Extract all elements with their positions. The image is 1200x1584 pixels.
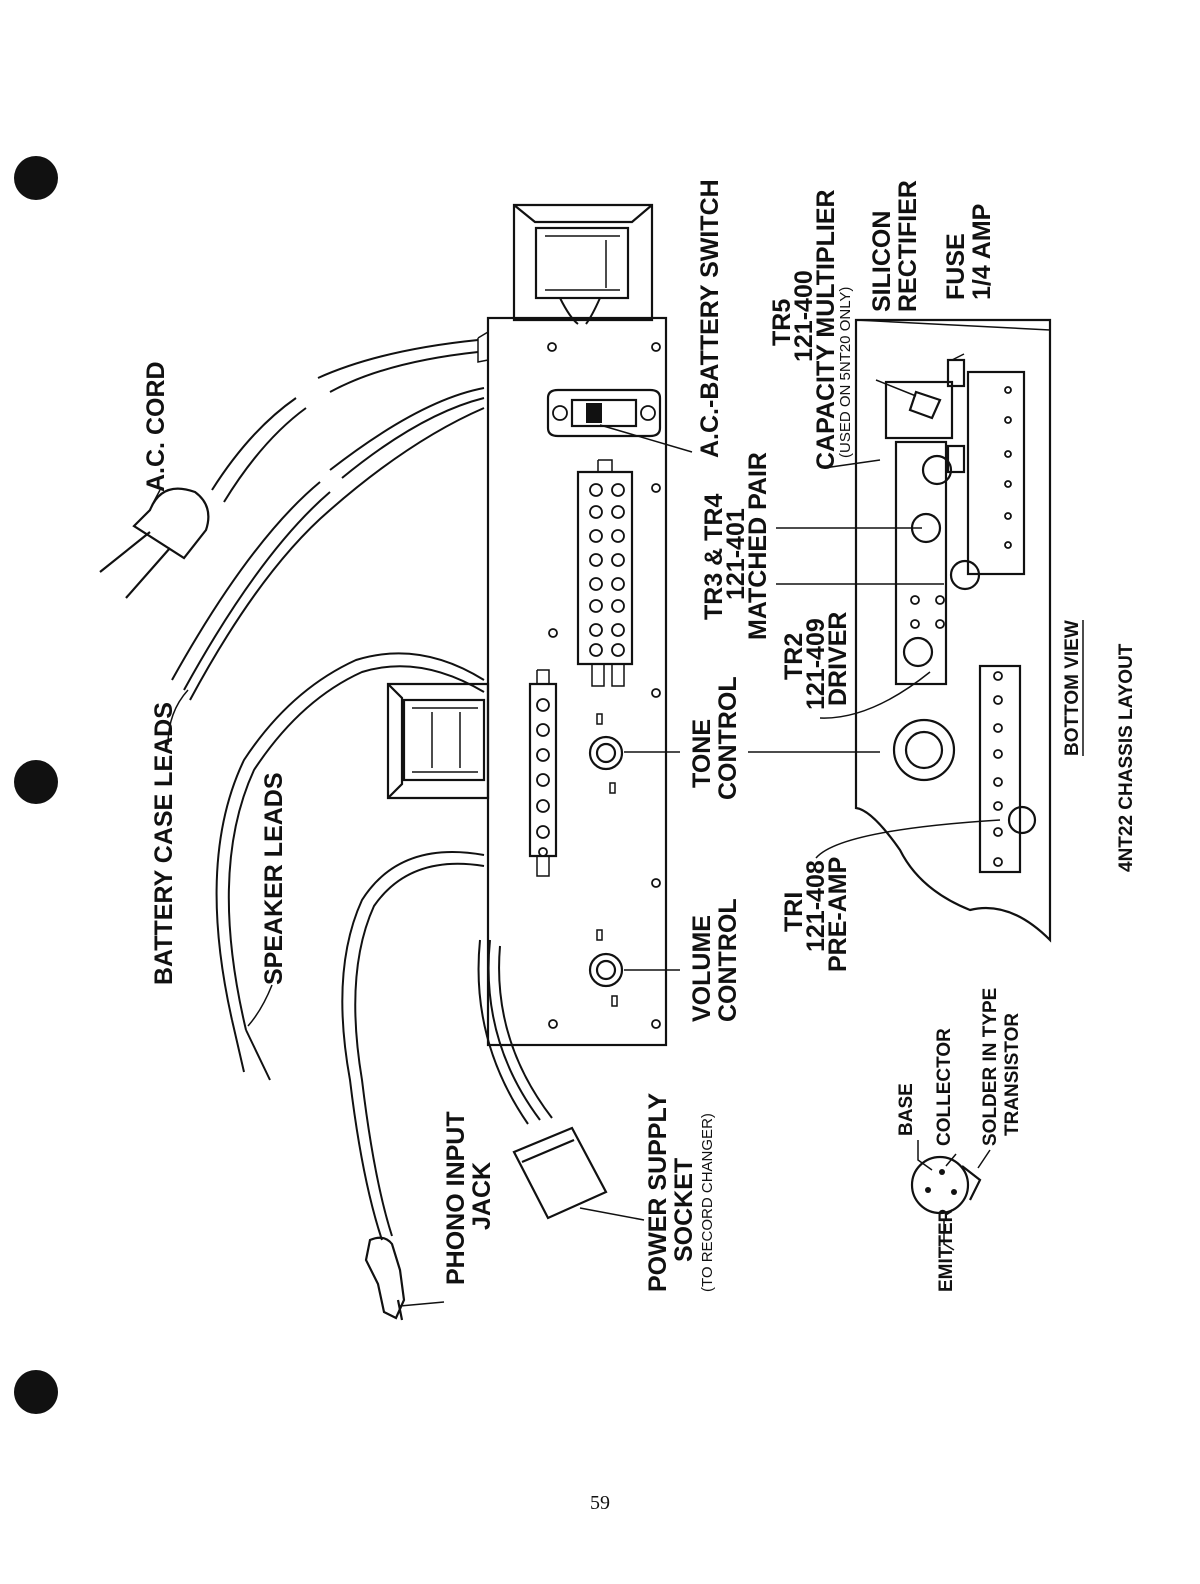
silicon-rectifier-label-1: SILICON [868,211,896,312]
tr1-label-2: 121-408 [802,860,830,952]
leader-lines [151,353,1001,1307]
tr1-label-3: PRE-AMP [824,857,852,972]
tr34-label-3: MATCHED PAIR [744,452,772,640]
power-supply-socket-label-1: POWER SUPPLY [644,1093,672,1292]
label-ac-battery-switch: A.C.-BATTERY SWITCH [696,179,724,458]
ac-cord-label: A.C. CORD [142,361,170,492]
ac-battery-switch [546,388,662,438]
leads-wires [99,339,608,1321]
label-base: BASE [896,1083,917,1136]
solder-in-label-1: SOLDER IN TYPE [980,988,1001,1146]
chassis-layout-label: 4NT22 CHASSIS LAYOUT [1116,643,1137,872]
phono-input-jack-label-2: JACK [468,1162,496,1230]
volume-control-pot [588,929,624,1007]
tr5-label-1: TR5 [768,299,796,346]
power-transformer [512,203,654,325]
label-chassis-layout: 4NT22 CHASSIS LAYOUT [1116,643,1137,872]
battery-case-leads-label: BATTERY CASE LEADS [150,702,178,985]
silicon-rectifier-label-2: RECTIFIER [894,180,922,312]
ac-battery-switch-label: A.C.-BATTERY SWITCH [696,179,724,458]
terminal-strip-lower [528,669,558,877]
label-volume-control: VOLUME CONTROL [688,898,742,1022]
tr34-label-2: 121-401 [722,508,750,600]
binder-holes [14,156,58,1414]
label-fuse: FUSE 1/4 AMP [942,204,996,300]
tr2-label-3: DRIVER [824,612,852,706]
label-tone-control: TONE CONTROL [688,676,742,800]
tone-control-pot [588,713,624,794]
tr5-label-2: 121-400 [790,270,818,362]
label-tr2: TR2 121-409 DRIVER [780,612,852,710]
label-solder-in-type: SOLDER IN TYPE TRANSISTOR [980,988,1023,1146]
base-label: BASE [896,1083,917,1136]
solder-in-label-2: TRANSISTOR [1002,1013,1023,1136]
volume-control-label-2: CONTROL [714,898,742,1022]
tone-control-label-2: CONTROL [714,676,742,800]
tr2-label-2: 121-409 [802,618,830,710]
tr1-label-1: TRI [780,892,808,932]
label-silicon-rectifier: SILICON RECTIFIER [868,180,922,312]
power-supply-socket-label-2: SOCKET [670,1158,698,1262]
emitter-label: EMITTER [936,1208,957,1292]
fuse-label-2: 1/4 AMP [968,204,996,300]
label-collector: COLLECTOR [934,1028,955,1146]
label-battery-case-leads: BATTERY CASE LEADS [150,702,178,985]
tr2-label-1: TR2 [780,633,808,680]
phono-input-jack-label-1: PHONO INPUT [442,1111,470,1285]
terminal-board-upper [576,459,634,687]
label-phono-input-jack: PHONO INPUT JACK [442,1111,496,1285]
tr34-label-1: TR3 & TR4 [700,494,728,621]
speaker-leads-label: SPEAKER LEADS [260,772,288,985]
fuse-label-1: FUSE [942,233,970,300]
output-transformer [386,682,490,800]
tone-control-label-1: TONE [688,719,716,788]
label-tr3-tr4: TR3 & TR4 121-401 MATCHED PAIR [700,452,772,640]
collector-label: COLLECTOR [934,1028,955,1146]
label-tr1: TRI 121-408 PRE-AMP [780,857,852,972]
power-supply-socket-label-3: (TO RECORD CHANGER) [699,1113,716,1292]
label-tr5: TR5 121-400 CAPACITY MULTIPLIER (USED ON… [768,189,854,470]
main-chassis [386,203,668,1047]
label-speaker-leads: SPEAKER LEADS [260,772,288,985]
bottom-view-board [854,318,1052,943]
page-number: 59 [590,1492,610,1514]
transistor-pinout [910,1155,982,1215]
label-power-supply-socket: POWER SUPPLY SOCKET (TO RECORD CHANGER) [644,1093,716,1292]
volume-control-label-1: VOLUME [688,915,716,1022]
chassis-plate [486,316,668,1047]
label-ac-cord: A.C. CORD [142,361,170,492]
tr5-label-4: (USED ON 5NT20 ONLY) [837,287,854,458]
tr5-label-3: CAPACITY MULTIPLIER [812,189,840,470]
label-emitter: EMITTER [936,1208,957,1292]
bottom-view-label: BOTTOM VIEW [1062,620,1083,756]
label-bottom-view: BOTTOM VIEW [1062,620,1083,756]
